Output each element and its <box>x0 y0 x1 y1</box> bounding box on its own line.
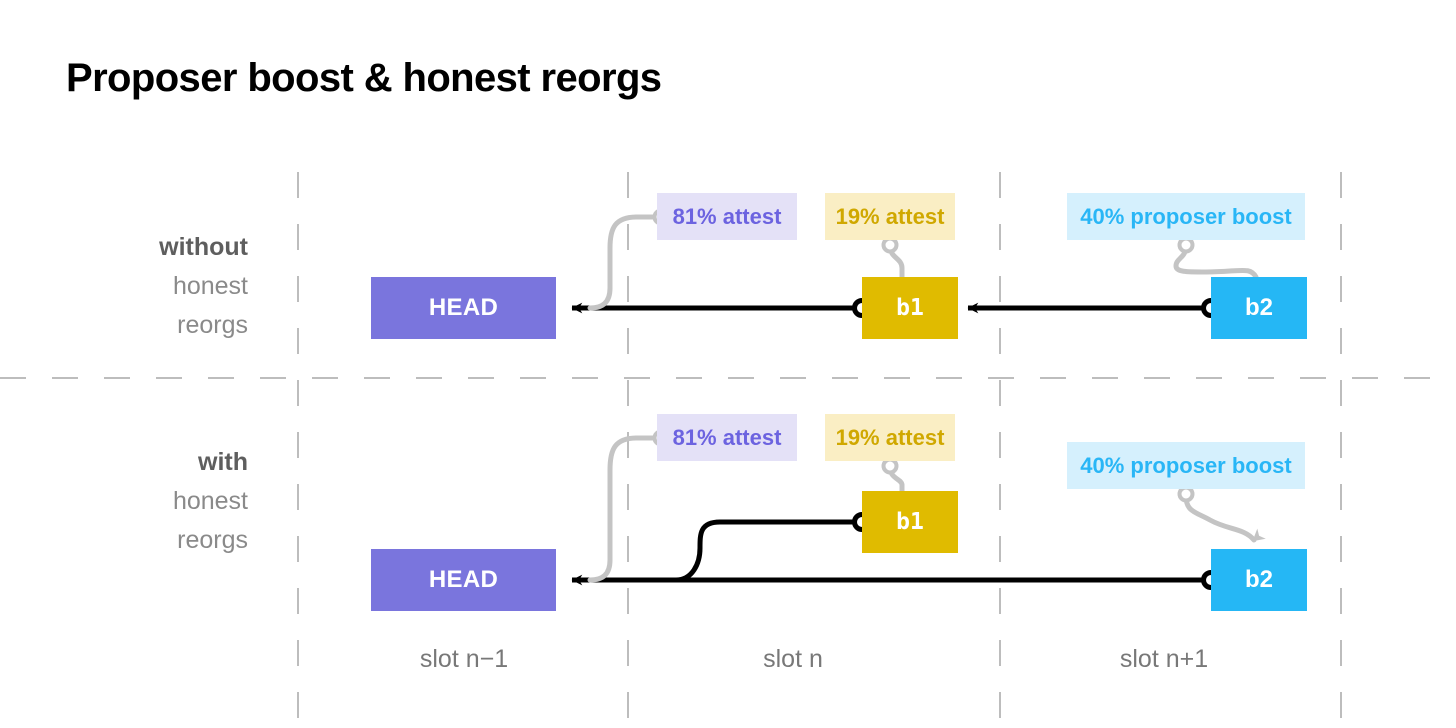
block-head-without[interactable]: HEAD <box>371 277 556 339</box>
edge-b1-merge-bot <box>617 512 872 583</box>
row-caption-with-line2: honest <box>172 487 248 515</box>
row-caption-with-line3: reorgs <box>177 526 248 554</box>
row-caption-without: without honest reorgs <box>0 228 248 345</box>
slot-gridlines <box>297 172 1342 728</box>
badge-attest81-without: 81% attest <box>657 193 797 240</box>
badge-attest81-with: 81% attest <box>657 414 797 461</box>
block-b1-with[interactable]: b1 <box>862 491 958 553</box>
slot-label-prev: slot n−1 <box>419 645 509 673</box>
connector-boost-bot <box>1177 485 1266 543</box>
row-caption-without-line3: reorgs <box>177 311 248 339</box>
connector-boost-top <box>1173 236 1259 280</box>
connector-attest19-top <box>881 236 905 280</box>
connector-attest19-bot <box>881 457 905 494</box>
block-head-with[interactable]: HEAD <box>371 549 556 611</box>
block-b1-without[interactable]: b1 <box>862 277 958 339</box>
row-caption-with: with honest reorgs <box>0 443 248 560</box>
edge-b2-to-b1-top <box>967 298 1221 318</box>
badge-attest19-with: 19% attest <box>825 414 955 461</box>
edge-b1-to-head-top <box>571 298 872 318</box>
page-title: Proposer boost & honest reorgs <box>66 56 662 100</box>
block-b2-without[interactable]: b2 <box>1211 277 1307 339</box>
block-b2-with[interactable]: b2 <box>1211 549 1307 611</box>
slot-label-next: slot n+1 <box>1119 645 1209 673</box>
badge-attest19-without: 19% attest <box>825 193 955 240</box>
badge-proposer-boost-with: 40% proposer boost <box>1067 442 1305 489</box>
row-caption-without-lead: without <box>159 233 248 261</box>
slot-label-n: slot n <box>763 645 823 673</box>
badge-proposer-boost-without: 40% proposer boost <box>1067 193 1305 240</box>
row-caption-with-lead: with <box>198 448 248 476</box>
row-caption-without-line2: honest <box>172 272 248 300</box>
